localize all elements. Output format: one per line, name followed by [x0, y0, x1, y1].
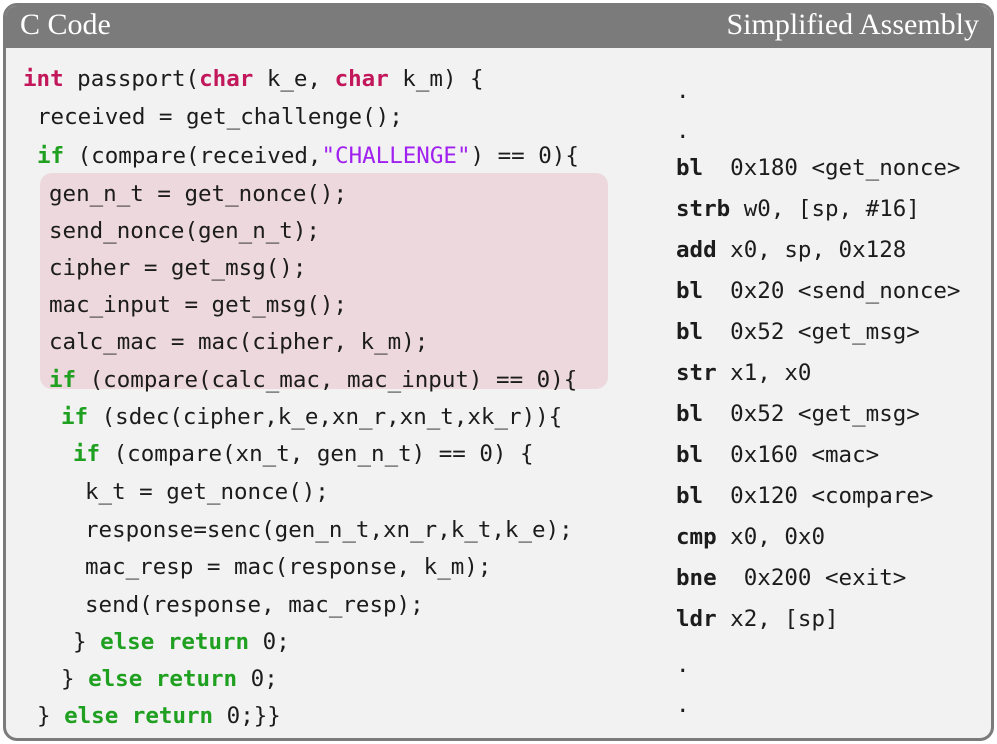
asm-operands: x2, [sp]	[716, 606, 839, 632]
code-line: mac_resp = mac(response, k_m);	[85, 554, 492, 580]
asm-line: bl 0x20 <send_nonce>	[676, 276, 960, 306]
asm-operands: 0x180 <get_nonce>	[703, 155, 961, 181]
asm-operands: 0x20 <send_nonce>	[703, 278, 961, 304]
code-line: send_nonce(gen_n_t);	[49, 218, 320, 244]
asm-opcode: add	[676, 237, 717, 263]
asm-operands: 0x52 <get_msg>	[703, 401, 920, 427]
code-text: }	[61, 666, 89, 692]
type-keyword: int	[23, 66, 64, 92]
asm-line: ldr x2, [sp]	[676, 604, 839, 634]
ellipsis-dot: .	[676, 118, 690, 144]
asm-opcode: cmp	[676, 524, 717, 550]
code-text: }	[37, 703, 65, 729]
asm-line: bl 0x52 <get_msg>	[676, 317, 920, 347]
asm-opcode: strb	[676, 196, 731, 222]
header-bar: C Code Simplified Assembly	[6, 6, 991, 48]
control-keyword: if	[49, 367, 77, 393]
code-line: } else return 0;	[73, 627, 290, 657]
asm-opcode: str	[676, 360, 717, 386]
code-text: passport(	[63, 66, 200, 92]
code-line: send(response, mac_resp);	[85, 592, 424, 618]
code-text: (compare(received,	[64, 143, 322, 169]
string-literal: "CHALLENGE"	[321, 143, 471, 169]
code-line: if (compare(calc_mac, mac_input) == 0){	[49, 365, 577, 395]
code-text: (compare(calc_mac, mac_input) == 0){	[76, 367, 578, 393]
code-line: received = get_challenge();	[37, 104, 403, 130]
code-line: response=senc(gen_n_t,xn_r,k_t,k_e);	[85, 517, 573, 543]
highlight-region	[40, 173, 608, 389]
code-line: } else return 0;	[61, 664, 278, 694]
asm-operands: 0x200 <exit>	[716, 565, 907, 591]
code-line: } else return 0;}}	[37, 701, 281, 731]
asm-line: bl 0x160 <mac>	[676, 440, 879, 470]
asm-opcode: bl	[676, 278, 704, 304]
code-text: 0;}}	[213, 703, 281, 729]
control-keyword: if	[61, 404, 89, 430]
control-keyword: else return	[100, 629, 250, 655]
control-keyword: if	[73, 441, 101, 467]
asm-operands: 0x160 <mac>	[703, 442, 880, 468]
code-line: if (compare(received,"CHALLENGE") == 0){	[37, 141, 579, 171]
ellipsis-dot: .	[676, 78, 690, 104]
code-line: cipher = get_msg();	[49, 255, 307, 281]
type-keyword: char	[334, 66, 389, 92]
ellipsis-dot: .	[676, 692, 690, 718]
code-text: 0;	[237, 666, 278, 692]
control-keyword: if	[37, 143, 65, 169]
asm-operands: x0, sp, 0x128	[716, 237, 907, 263]
control-keyword: else return	[64, 703, 214, 729]
asm-opcode: ldr	[676, 606, 717, 632]
asm-line: str x1, x0	[676, 358, 811, 388]
code-text: k_e,	[253, 66, 335, 92]
asm-opcode: bl	[676, 483, 704, 509]
asm-line: bne 0x200 <exit>	[676, 563, 906, 593]
assembly-title: Simplified Assembly	[726, 8, 979, 41]
control-keyword: else return	[88, 666, 238, 692]
asm-opcode: bl	[676, 155, 704, 181]
assembly-panel: . . bl 0x180 <get_nonce> strb w0, [sp, #…	[666, 48, 991, 738]
asm-line: strb w0, [sp, #16]	[676, 194, 920, 224]
type-keyword: char	[199, 66, 254, 92]
asm-opcode: bne	[676, 565, 717, 591]
asm-operands: x0, 0x0	[716, 524, 826, 550]
ellipsis-dot: .	[676, 652, 690, 678]
asm-operands: x1, x0	[716, 360, 812, 386]
asm-line: bl 0x52 <get_msg>	[676, 399, 920, 429]
asm-line: cmp x0, 0x0	[676, 522, 825, 552]
asm-operands: 0x52 <get_msg>	[703, 319, 920, 345]
code-text: k_m) {	[388, 66, 484, 92]
code-line: mac_input = get_msg();	[49, 292, 348, 318]
asm-opcode: bl	[676, 319, 704, 345]
asm-operands: 0x120 <compare>	[703, 483, 934, 509]
code-line: if (sdec(cipher,k_e,xn_r,xn_t,xk_r)){	[61, 402, 562, 432]
figure-frame: C Code Simplified Assembly int passport(…	[3, 3, 994, 741]
asm-line: add x0, sp, 0x128	[676, 235, 906, 265]
code-text: }	[73, 629, 101, 655]
code-text: (compare(xn_t, gen_n_t) == 0) {	[100, 441, 534, 467]
code-text: 0;	[249, 629, 290, 655]
code-text: ) == 0){	[470, 143, 579, 169]
asm-line: bl 0x120 <compare>	[676, 481, 933, 511]
asm-opcode: bl	[676, 401, 704, 427]
code-line: k_t = get_nonce();	[85, 479, 329, 505]
code-line: int passport(char k_e, char k_m) {	[23, 64, 484, 94]
code-line: calc_mac = mac(cipher, k_m);	[49, 329, 429, 355]
asm-operands: w0, [sp, #16]	[730, 196, 920, 222]
asm-opcode: bl	[676, 442, 704, 468]
c-code-title: C Code	[20, 8, 111, 41]
code-line: if (compare(xn_t, gen_n_t) == 0) {	[73, 439, 534, 469]
asm-line: bl 0x180 <get_nonce>	[676, 153, 960, 183]
code-line: gen_n_t = get_nonce();	[49, 181, 348, 207]
c-code-panel: int passport(char k_e, char k_m) { recei…	[6, 48, 666, 738]
code-text: (sdec(cipher,k_e,xn_r,xn_t,xk_r)){	[88, 404, 563, 430]
